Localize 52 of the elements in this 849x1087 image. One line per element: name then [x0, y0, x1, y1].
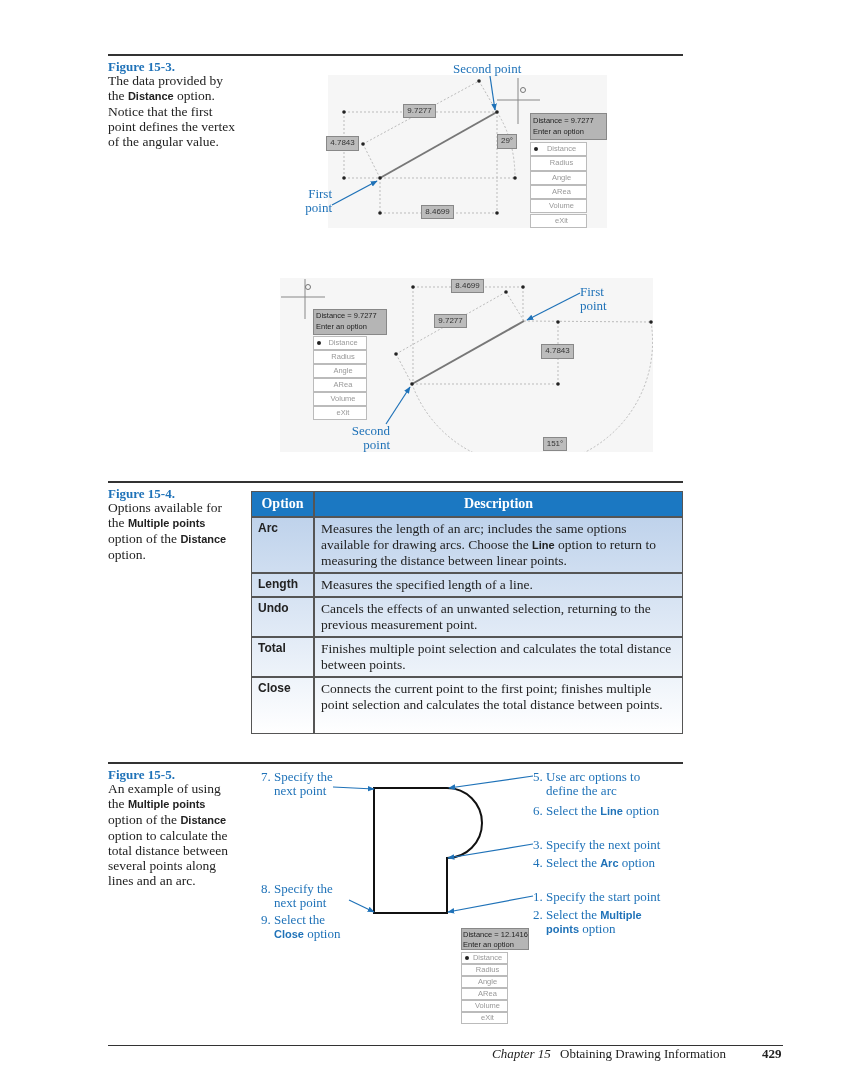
- callout-step: 4. Select the Arc option: [533, 856, 673, 870]
- dimension-value: 9.7277: [434, 314, 467, 328]
- leader-arrow: [348, 899, 375, 913]
- leader-arrow: [331, 180, 378, 206]
- callout-step: 5. Use arc options to define the arc: [533, 770, 673, 798]
- callout-step: 3. Specify the next point: [533, 838, 673, 852]
- leader-arrow: [489, 75, 497, 111]
- profile-outline-drawing: [373, 787, 484, 914]
- option-description: Connects the current point to the first point; finishes multiple point selection and calculates the total distance between points.: [314, 677, 683, 734]
- dimension-value: 29°: [497, 134, 517, 149]
- option-name: Close: [251, 677, 314, 734]
- leader-arrow: [526, 292, 581, 321]
- leader-arrow: [332, 785, 375, 792]
- figure-number: Figure 15-3.: [108, 59, 176, 74]
- page-number: 429: [762, 1046, 783, 1062]
- dimension-value: 151°: [543, 437, 567, 451]
- leader-arrow: [448, 775, 534, 790]
- dimension-value: 4.7843: [541, 344, 574, 359]
- option-description: Measures the specified length of a line.: [314, 573, 683, 597]
- option-name: Total: [251, 637, 314, 677]
- figure-number: Figure 15-4.: [108, 486, 176, 501]
- dimension-value: 8.4699: [421, 205, 454, 219]
- dimension-value: 8.4699: [451, 279, 484, 293]
- option-description: Cancels the effects of an unwanted selection, returning to the previous measurement point.: [314, 597, 683, 637]
- option-description: Measures the length of an arc; includes the same options available for drawing arcs. Choose the Line option to return to measuring the distance between linear points.: [314, 517, 683, 573]
- figure-caption: An example of using the Multiple points option of the Distance option to calculate the total distance between several points along lines and an arc.: [108, 781, 229, 888]
- callout-step: 1. Specify the start point: [533, 890, 673, 904]
- leader-arrow: [385, 386, 411, 425]
- figure-caption: Options available for the Multiple points option of the Distance option.: [108, 500, 228, 562]
- callout-step: 2. Select the Multiple points option: [533, 908, 673, 936]
- leader-arrow: [447, 895, 534, 914]
- chapter-number: Chapter 15: [492, 1046, 552, 1062]
- option-name: Length: [251, 573, 314, 597]
- option-description: Finishes multiple point selection and calculates the total distance between points.: [314, 637, 683, 677]
- leader-arrow: [447, 843, 534, 860]
- chapter-title: Obtaining Drawing Information: [560, 1046, 728, 1062]
- dimension-value: 9.7277: [403, 104, 436, 118]
- option-name: Arc: [251, 517, 314, 573]
- callout-label: Second point: [453, 62, 523, 76]
- callout-step: 8. Specify the next point: [261, 882, 349, 910]
- option-name: Undo: [251, 597, 314, 637]
- callout-label: First point: [580, 285, 608, 313]
- figure-number: Figure 15-5.: [108, 767, 176, 782]
- callout-step: 9. Select the Close option: [261, 913, 349, 941]
- figure-caption: The data provided by the Distance option. Notice that the first point defines the vertex of the angular value.: [108, 73, 237, 149]
- callout-step: 7. Specify the next point: [261, 770, 333, 798]
- dimension-value: 4.7843: [326, 136, 359, 151]
- column-header: Option: [251, 491, 314, 517]
- column-header: Description: [314, 491, 683, 517]
- callout-step: 6. Select the Line option: [533, 804, 673, 818]
- callout-label: First point: [304, 187, 332, 215]
- callout-label: Second point: [350, 424, 390, 452]
